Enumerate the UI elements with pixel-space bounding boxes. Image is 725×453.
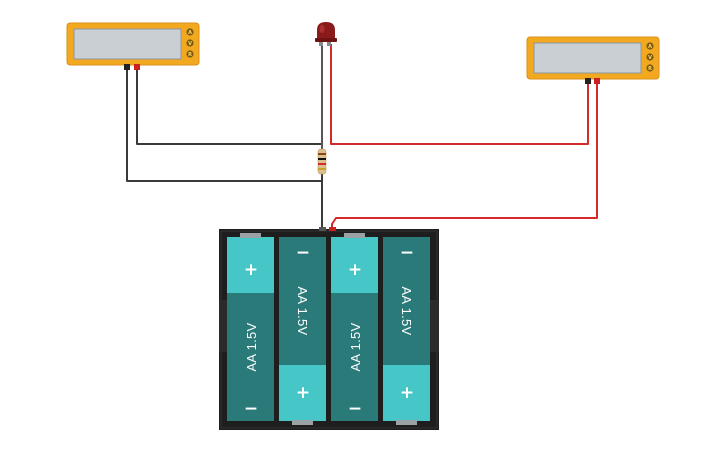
meter-btn-r-label: R (188, 52, 192, 58)
cell-3-label: AA 1.5V (348, 322, 363, 371)
probe-terminal-com[interactable] (124, 64, 130, 70)
led-icon[interactable] (315, 22, 337, 46)
cell-1-plus-label: + (244, 260, 258, 280)
probe-terminal-pos[interactable] (594, 78, 600, 84)
wires (126, 44, 598, 230)
battery-cell-1: + − AA 1.5V (227, 233, 274, 421)
meter-btn-r-label: R (648, 66, 652, 72)
wire-led-anode-red[interactable] (330, 44, 589, 145)
cell-2-minus-label: − (296, 243, 310, 263)
wire-left-meter-v[interactable] (136, 68, 322, 145)
voltmeter-mode-button[interactable] (646, 53, 654, 61)
cell-4-minus-label: − (400, 243, 414, 263)
battery-negative-terminal[interactable] (319, 227, 326, 231)
battery-cell-3: + − AA 1.5V (331, 233, 378, 421)
meter-btn-v-label: V (188, 41, 192, 47)
ohmmeter-mode-button[interactable] (646, 64, 654, 72)
resistor-icon[interactable] (317, 148, 327, 175)
meter-screen (533, 42, 642, 74)
wire-left-meter-com[interactable] (126, 68, 323, 228)
battery-positive-terminal[interactable] (329, 227, 336, 231)
probe-terminal-pos[interactable] (134, 64, 140, 70)
cell-3-plus-label: + (348, 260, 362, 280)
ammeter-mode-button[interactable] (186, 28, 194, 36)
multimeter-right[interactable]: A V R (526, 36, 660, 84)
cell-1-label: AA 1.5V (244, 322, 259, 371)
meter-mode-buttons: A V R (646, 42, 654, 72)
ammeter-mode-button[interactable] (646, 42, 654, 50)
cell-2-plus-label: + (296, 383, 310, 403)
cell-4-label: AA 1.5V (399, 286, 414, 335)
meter-btn-a-label: A (648, 44, 652, 50)
voltmeter-mode-button[interactable] (186, 39, 194, 47)
battery-cell-4: − + AA 1.5V (383, 237, 430, 425)
meter-btn-a-label: A (188, 30, 192, 36)
meter-screen (73, 28, 182, 60)
cell-3-minus-label: − (348, 399, 362, 419)
ohmmeter-mode-button[interactable] (186, 50, 194, 58)
probe-terminal-com[interactable] (585, 78, 591, 84)
cell-1-minus-label: − (244, 399, 258, 419)
meter-mode-buttons: A V R (186, 28, 194, 58)
cell-2-label: AA 1.5V (295, 286, 310, 335)
wire-right-meter-red[interactable] (331, 78, 598, 230)
cell-4-plus-label: + (400, 383, 414, 403)
battery-cell-2: − + AA 1.5V (279, 237, 326, 425)
meter-btn-v-label: V (648, 55, 652, 61)
multimeter-left[interactable]: A V R (66, 22, 200, 70)
